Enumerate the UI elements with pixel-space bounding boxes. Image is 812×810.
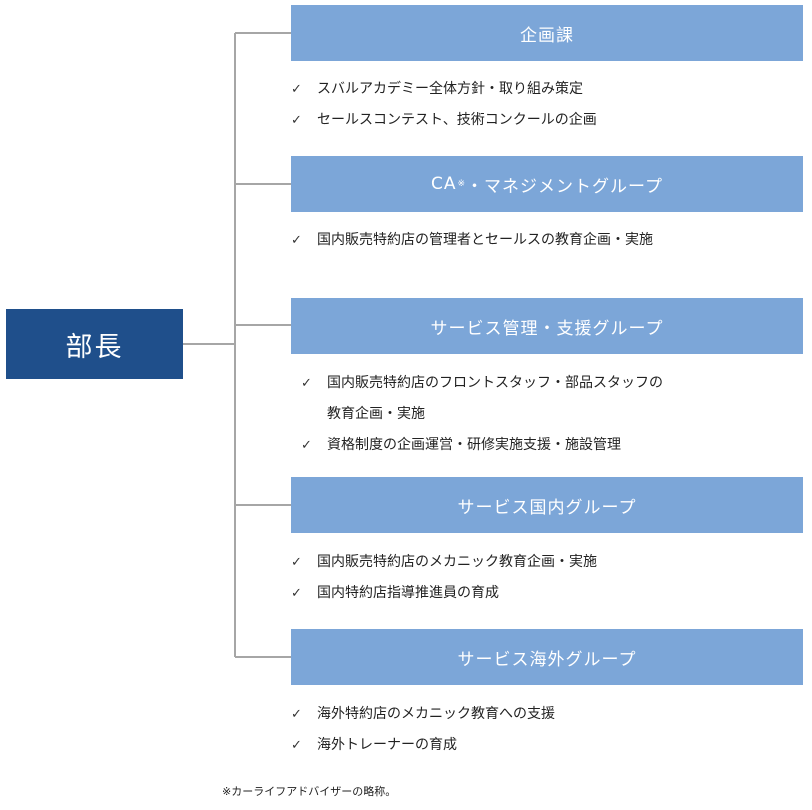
- list-item: ✓ 国内特約店指導推進員の育成: [291, 578, 597, 609]
- group-items-service-management: ✓ 国内販売特約店のフロントスタッフ・部品スタッフの 教育企画・実施 ✓ 資格制…: [301, 368, 663, 461]
- group-title-service-overseas: サービス海外グループ: [291, 629, 803, 685]
- check-icon: ✓: [291, 555, 302, 570]
- item-text: スバルアカデミー全体方針・取り組み策定: [317, 81, 583, 97]
- check-icon: ✓: [291, 586, 302, 601]
- item-text: 海外特約店のメカニック教育への支援: [317, 706, 555, 722]
- check-icon: ✓: [291, 113, 302, 128]
- list-item: ✓ セールスコンテスト、技術コンクールの企画: [291, 105, 597, 136]
- connector-group: [183, 32, 291, 658]
- group-title-text: サービス海外グループ: [457, 649, 637, 670]
- head-label: 部長: [65, 331, 124, 363]
- item-text: セールスコンテスト、技術コンクールの企画: [317, 112, 597, 128]
- group-title-text: CA: [430, 174, 457, 194]
- check-icon: ✓: [301, 376, 312, 391]
- list-item: ✓ 資格制度の企画運営・研修実施支援・施設管理: [301, 430, 663, 461]
- list-item: ✓ スバルアカデミー全体方針・取り組み策定: [291, 74, 597, 105]
- list-item: ✓ 海外トレーナーの育成: [291, 730, 555, 761]
- group-title-text: 企画課: [520, 25, 574, 46]
- item-text-multiline: 国内販売特約店のフロントスタッフ・部品スタッフの 教育企画・実施: [327, 368, 663, 430]
- item-text: 国内販売特約店の管理者とセールスの教育企画・実施: [317, 232, 653, 248]
- check-icon: ✓: [291, 233, 302, 248]
- group-title-service-management: サービス管理・支援グループ: [291, 298, 803, 354]
- item-text-line: 国内販売特約店のフロントスタッフ・部品スタッフの: [327, 375, 663, 391]
- group-title-text: サービス国内グループ: [457, 497, 637, 518]
- list-item: ✓ 国内販売特約店のメカニック教育企画・実施: [291, 547, 597, 578]
- head-box: 部長: [6, 309, 183, 379]
- group-items-service-overseas: ✓ 海外特約店のメカニック教育への支援 ✓ 海外トレーナーの育成: [291, 699, 555, 761]
- group-title-text: サービス管理・支援グループ: [430, 318, 664, 339]
- group-title-ca-management: CA※・マネジメントグループ: [291, 156, 803, 212]
- group-items-planning: ✓ スバルアカデミー全体方針・取り組み策定 ✓ セールスコンテスト、技術コンクー…: [291, 74, 597, 136]
- group-title-service-domestic: サービス国内グループ: [291, 477, 803, 533]
- item-text: 国内販売特約店のメカニック教育企画・実施: [317, 554, 597, 570]
- footnote: ※カーライフアドバイザーの略称。: [222, 785, 397, 798]
- check-icon: ✓: [291, 707, 302, 722]
- group-items-ca-management: ✓ 国内販売特約店の管理者とセールスの教育企画・実施: [291, 225, 653, 256]
- group-items-service-domestic: ✓ 国内販売特約店のメカニック教育企画・実施 ✓ 国内特約店指導推進員の育成: [291, 547, 597, 609]
- item-text-line: 教育企画・実施: [327, 406, 425, 422]
- check-icon: ✓: [291, 738, 302, 753]
- list-item: ✓ 海外特約店のメカニック教育への支援: [291, 699, 555, 730]
- group-title-suffix: ・マネジメントグループ: [466, 176, 664, 197]
- list-item: ✓ 国内販売特約店の管理者とセールスの教育企画・実施: [291, 225, 653, 256]
- group-title-mark: ※: [457, 179, 467, 189]
- item-text: 国内特約店指導推進員の育成: [317, 585, 499, 601]
- item-text: 海外トレーナーの育成: [317, 737, 457, 753]
- list-item: ✓ 国内販売特約店のフロントスタッフ・部品スタッフの 教育企画・実施: [301, 368, 663, 430]
- check-icon: ✓: [291, 82, 302, 97]
- check-icon: ✓: [301, 438, 312, 453]
- item-text: 資格制度の企画運営・研修実施支援・施設管理: [327, 437, 621, 453]
- group-title-planning: 企画課: [291, 5, 803, 61]
